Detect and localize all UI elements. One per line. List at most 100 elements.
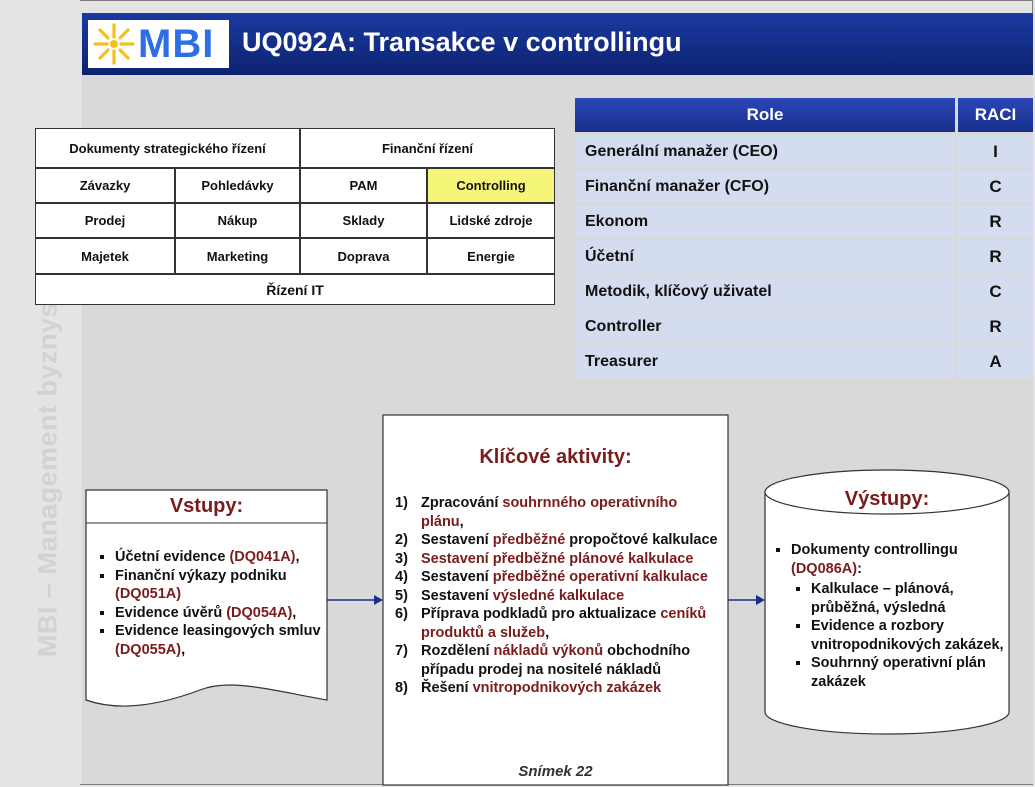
activity-text-part: souhrnného operativního plánu: [421, 495, 678, 530]
inputs-item-code: (DQ051A): [115, 586, 182, 602]
activity-text-part: výsledné kalkulace: [492, 587, 625, 604]
outputs-main-text: Dokumenty controllingu: [791, 542, 958, 558]
outputs-cylinder: [764, 492, 1010, 735]
activity-text-part: Příprava podkladů pro aktualizace: [421, 606, 661, 622]
raci-value: C: [958, 275, 1033, 308]
grid-cell-lidske-zdroje: Lidské zdroje: [427, 203, 555, 238]
outputs-title-text: Výstupy:: [844, 488, 930, 510]
activity-text-part: Sestavení: [421, 587, 493, 604]
activity-number: 1): [395, 495, 408, 511]
logo: MBI: [88, 20, 229, 68]
grid-cell-doprava: Doprava: [300, 238, 427, 274]
grid-cell-sklady: Sklady: [300, 203, 427, 238]
grid-cell-energie: Energie: [427, 238, 555, 274]
activity-number: 2): [395, 532, 408, 548]
arrow-right-icon: [728, 595, 765, 605]
inputs-list-item: Finanční výkazy podniku (DQ051A): [115, 567, 350, 604]
activity-text-part: vnitropodnikových zakázek: [472, 680, 662, 696]
inputs-title: Vstupy:: [86, 495, 327, 518]
raci-role: Účetní: [575, 240, 955, 273]
outputs-main-tail: :: [857, 560, 862, 577]
raci-value: C: [958, 170, 1033, 203]
activity-number: 4): [395, 569, 408, 585]
activity-text-part: Sestavení předběžné plánové kalkulace: [421, 550, 694, 567]
grid-cell-pam: PAM: [300, 168, 427, 203]
grid-cell-pohledavky: Pohledávky: [175, 168, 300, 203]
outputs-title: Výstupy:: [765, 488, 1009, 511]
outputs-sub-list: Kalkulace – plánová, průběžná, výsledná …: [791, 580, 1026, 691]
activity-text-part: obchodního případu prodej na nositelé ná…: [421, 643, 691, 678]
grid-cell-nakup: Nákup: [175, 203, 300, 238]
activity-text-part: Rozdělení: [421, 643, 494, 659]
activity-item: 4) Sestavení předběžné operativní kalkula…: [395, 568, 720, 587]
grid-cell-majetek: Majetek: [35, 238, 175, 274]
activity-text-part: nákladů výkonů: [493, 643, 608, 659]
grid-cell-marketing: Marketing: [175, 238, 300, 274]
activities-list: 1) Zpracování souhrnného operativního plá…: [395, 494, 720, 698]
activities-title-text: Klíčové aktivity:: [479, 446, 632, 468]
activity-text-part: předběžné: [492, 532, 570, 548]
inputs-title-text: Vstupy:: [169, 495, 244, 517]
outputs-main-code: (DQ086A): [791, 560, 858, 577]
activity-text: Sestavení předběžné operativní kalkulace: [421, 568, 708, 587]
header-bar: MBI UQ092A: Transakce v controllingu: [82, 13, 1033, 75]
activities-box: [382, 414, 729, 786]
activity-text-part: předběžné operativní kalkulace: [492, 569, 708, 585]
inputs-item-text: Finanční výkazy podniku: [115, 567, 287, 584]
activity-text-part: Sestavení: [421, 569, 493, 585]
activity-item: 8) Řešení vnitropodnikových zakázek: [395, 679, 720, 698]
inputs-item-code: (DQ055A): [115, 641, 182, 658]
activity-item: 6) Příprava podkladů pro aktualizace cení…: [395, 605, 720, 642]
inputs-item-tail: ,: [295, 549, 300, 565]
activity-item: 1) Zpracování souhrnného operativního plá…: [395, 494, 720, 531]
activity-item: 5) Sestavení výsledné kalkulace: [395, 587, 720, 606]
raci-header-raci: RACI: [958, 98, 1033, 132]
activity-text-part: ,: [459, 513, 464, 530]
inputs-item-text: Evidence leasingových smluv: [115, 623, 321, 639]
raci-header-role: Role: [575, 98, 955, 132]
activity-text: Zpracování souhrnného operativního plánu…: [421, 494, 720, 531]
outputs-list: Dokumenty controllingu (DQ086A): Kalkula…: [775, 541, 1026, 691]
inputs-item-text: Evidence úvěrů: [115, 604, 227, 621]
grid-cell-strategic-docs: Dokumenty strategického řízení: [35, 128, 300, 168]
inputs-list-item: Evidence úvěrů (DQ054A),: [115, 604, 350, 623]
activity-text: Sestavení předběžné plánové kalkulace: [421, 550, 693, 569]
inputs-item-tail: ,: [292, 604, 297, 621]
activity-number: 6): [395, 606, 408, 622]
raci-role: Ekonom: [575, 205, 955, 238]
activity-text: Rozdělení nákladů výkonů obchodního příp…: [421, 642, 720, 679]
grid-cell-zavazky: Závazky: [35, 168, 175, 203]
grid-cell-financial-management: Finanční řízení: [300, 128, 555, 168]
raci-value: R: [958, 310, 1033, 343]
logo-text: MBI: [138, 21, 215, 66]
grid-cell-controlling-highlighted: Controlling: [427, 168, 555, 203]
raci-value: I: [958, 135, 1033, 168]
raci-value: R: [958, 240, 1033, 273]
raci-role: Generální manažer (CEO): [575, 135, 955, 168]
raci-value: A: [958, 345, 1033, 378]
activity-item: 2) Sestavení předběžné propočtové kalkula…: [395, 531, 720, 550]
activity-text: Sestavení předběžné propočtové kalkulace: [421, 531, 718, 550]
activity-number: 8): [395, 680, 408, 696]
activity-text: Sestavení výsledné kalkulace: [421, 587, 624, 606]
activity-number: 5): [395, 587, 408, 604]
activities-title: Klíčové aktivity:: [383, 446, 728, 469]
raci-role: Metodik, klíčový uživatel: [575, 275, 955, 308]
activity-number: 7): [395, 643, 408, 659]
inputs-list-item: Evidence leasingových smluv (DQ055A),: [115, 622, 350, 659]
raci-role: Treasurer: [575, 345, 955, 378]
activity-text-part: Sestavení: [421, 532, 493, 548]
activity-item: 7) Rozdělení nákladů výkonů obchodního př…: [395, 642, 720, 679]
inputs-item-code: (DQ041A): [229, 549, 296, 565]
inputs-document-shape: [85, 489, 328, 707]
activity-text-part: ,: [545, 624, 550, 641]
activity-text: Příprava podkladů pro aktualizace ceníků…: [421, 605, 720, 642]
activity-text-part: ceníků produktů a služeb: [421, 606, 707, 641]
inputs-list-item: Účetní evidence (DQ041A),: [115, 548, 350, 567]
activity-text-part: propočtové kalkulace: [569, 532, 718, 548]
activity-text: Řešení vnitropodnikových zakázek: [421, 679, 661, 698]
activity-number: 3): [395, 550, 408, 567]
star-burst-icon: [93, 23, 135, 65]
raci-role: Finanční manažer (CFO): [575, 170, 955, 203]
